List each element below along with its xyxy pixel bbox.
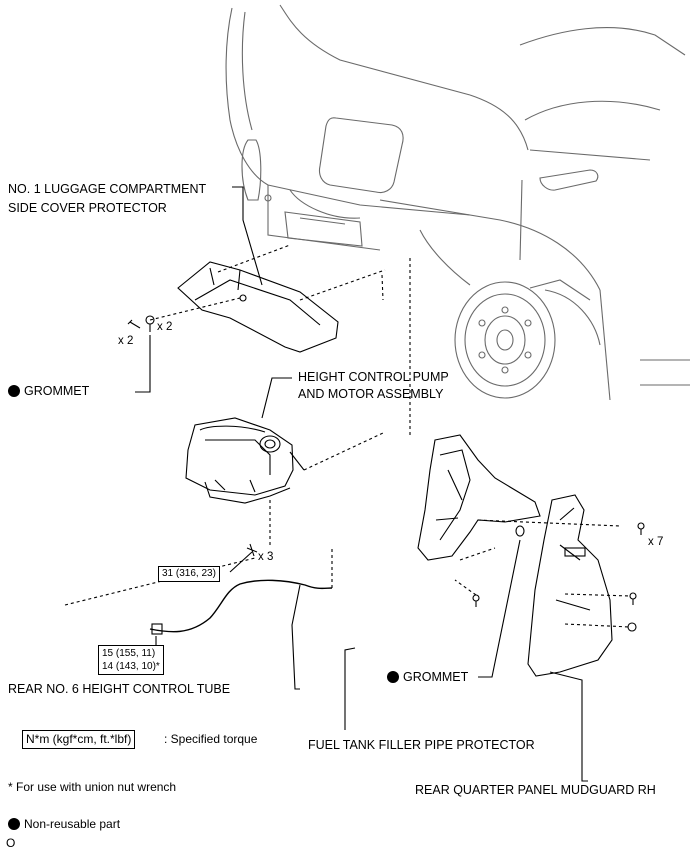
tube-torque-standard: 15 (155, 11) xyxy=(102,648,156,659)
non-reusable-dot-icon xyxy=(387,671,399,683)
grommet-left-text: GROMMET xyxy=(24,384,90,398)
fuel-protector-label: FUEL TANK FILLER PIPE PROTECTOR xyxy=(308,738,535,752)
grommet-right-label: GROMMET xyxy=(387,670,468,685)
fuel-filler-pipe-protector-part xyxy=(417,434,541,561)
clip-quantity-b: x 2 xyxy=(157,321,173,333)
tube-label: REAR NO. 6 HEIGHT CONTROL TUBE xyxy=(8,682,231,696)
torque-legend-box: N*m (kgf*cm, ft.*lbf) xyxy=(22,730,136,749)
assembly-lines xyxy=(64,244,631,628)
rear-wheel-hub xyxy=(419,229,601,399)
non-reusable-dot-icon xyxy=(8,818,20,830)
screw-icons xyxy=(472,522,645,632)
mudguard-part xyxy=(527,494,613,677)
pump-label-line1: HEIGHT CONTROL PUMP xyxy=(298,370,449,384)
luggage-protector-label-line1: NO. 1 LUGGAGE COMPARTMENT xyxy=(8,182,207,196)
figure-code: O xyxy=(6,836,16,850)
non-reusable-dot-icon xyxy=(8,385,20,397)
vehicle-body xyxy=(225,4,690,401)
clip-quantity-a: x 2 xyxy=(118,335,134,347)
height-control-pump-part xyxy=(185,417,305,504)
bolt-quantity: x 3 xyxy=(258,551,274,563)
grommet-left-label: GROMMET xyxy=(8,384,89,399)
union-nut-note: * For use with union nut wrench xyxy=(8,780,177,794)
luggage-side-cover-protector-part xyxy=(177,261,339,353)
height-control-tube-part xyxy=(149,579,333,635)
clip-icons xyxy=(127,315,155,332)
leader-lines xyxy=(135,186,588,782)
tube-torque-box: 15 (155, 11) 14 (143, 10)* xyxy=(98,645,164,675)
luggage-protector-label-line2: SIDE COVER PROTECTOR xyxy=(8,201,167,215)
screw-quantity: x 7 xyxy=(648,536,664,548)
grommet-right-text: GROMMET xyxy=(403,670,469,684)
grommet-right-icon xyxy=(515,525,525,537)
non-reusable-legend: Non-reusable part xyxy=(8,817,120,832)
non-reusable-text: Non-reusable part xyxy=(24,817,121,831)
torque-legend-text: : Specified torque xyxy=(164,732,258,746)
pump-label-line2: AND MOTOR ASSEMBLY xyxy=(298,387,444,401)
tube-torque-wrench: 14 (143, 10)* xyxy=(102,661,160,672)
pump-bolt-icon xyxy=(246,543,258,557)
pump-bolt-torque: 31 (316, 23) xyxy=(158,566,220,582)
mudguard-label: REAR QUARTER PANEL MUDGUARD RH xyxy=(415,783,656,797)
